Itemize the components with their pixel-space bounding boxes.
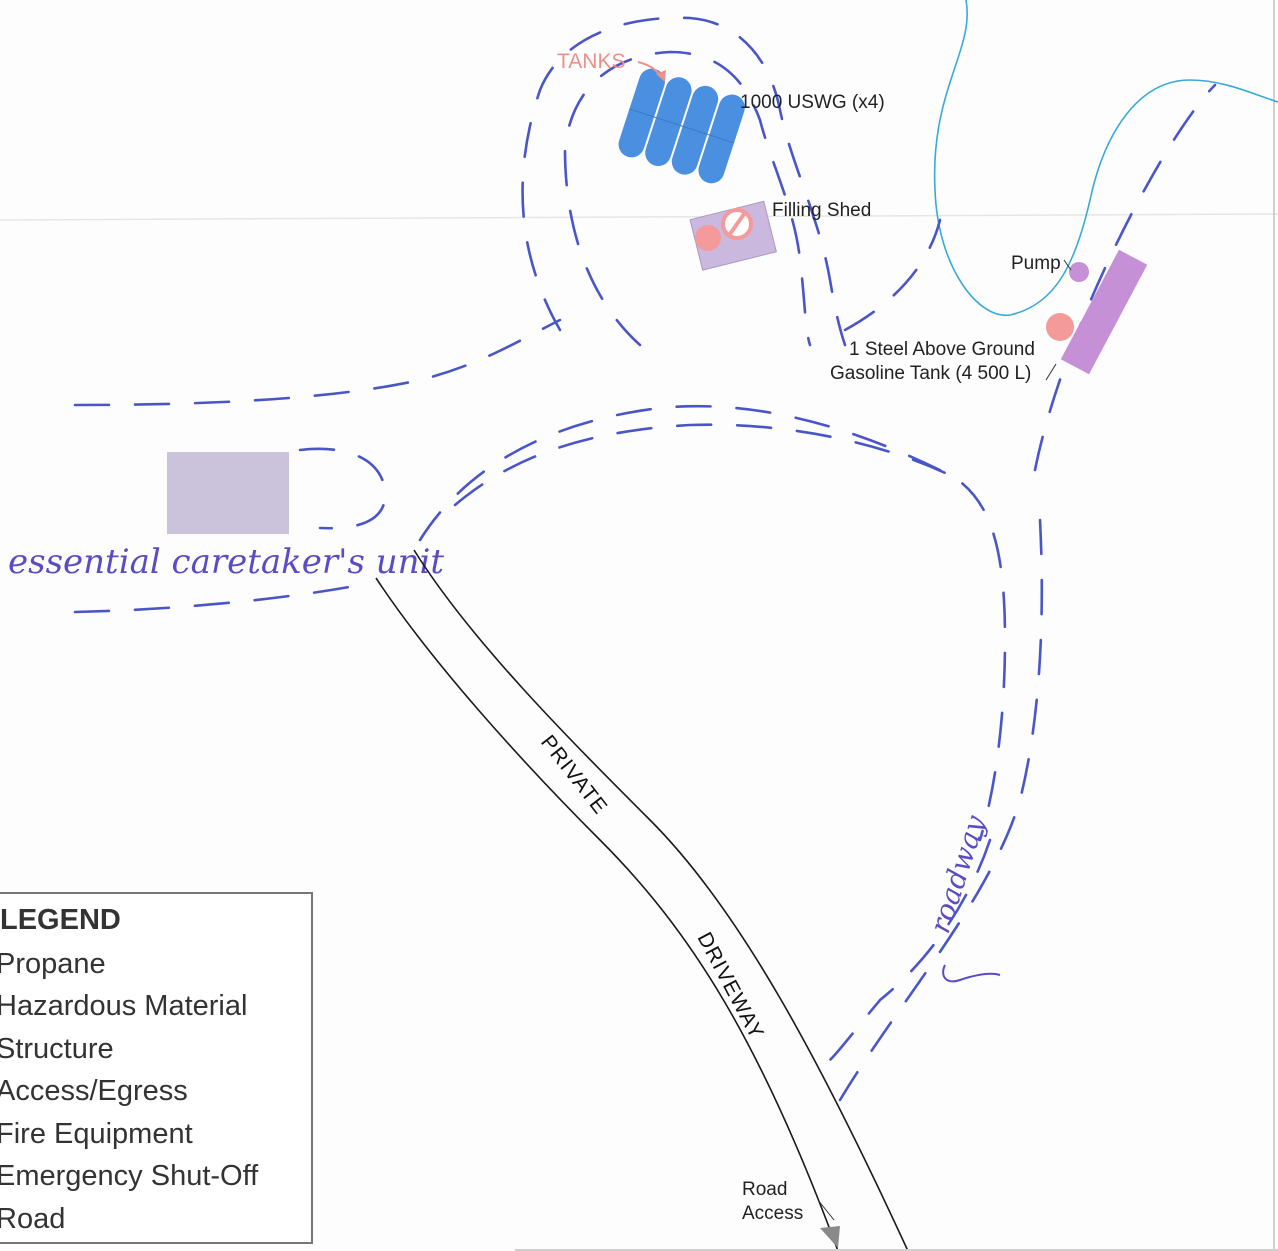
caretaker-unit-label: essential caretaker's unit xyxy=(8,542,444,582)
legend: LEGEND Propane Hazardous Material Struct… xyxy=(0,892,313,1244)
route-west-lower xyxy=(73,583,362,614)
water-line xyxy=(933,0,1278,317)
legend-item-emergency-shut-off: Emergency Shut-Off xyxy=(0,1160,259,1192)
tank-loop-outer xyxy=(521,16,847,347)
driveway-west-edge xyxy=(375,577,839,1251)
tanks-arrowhead xyxy=(656,70,666,82)
gas-tank-leader-line xyxy=(1045,363,1057,381)
driveway-label-driveway: DRIVEWAY xyxy=(693,929,769,1044)
roadway-west xyxy=(828,838,992,1062)
gasoline-tank xyxy=(1060,249,1148,375)
route-to-shed xyxy=(843,218,942,332)
route-arch-inner xyxy=(453,423,962,507)
legend-item-hazardous-material: Hazardous Material xyxy=(0,990,247,1022)
roadway-label: roadway xyxy=(923,810,992,937)
gas-tank-label-line1: 1 Steel Above Ground xyxy=(849,339,1035,360)
legend-box xyxy=(0,892,313,1244)
tank-spec-label: 1000 USWG (x4) xyxy=(740,92,885,113)
triangle-arrow-icon xyxy=(820,1226,840,1248)
pump-marker xyxy=(1069,262,1089,282)
route-arch-outer xyxy=(418,404,1007,842)
gasoline-tank-shape xyxy=(1060,249,1148,375)
route-west-upper xyxy=(73,318,562,407)
legend-title: LEGEND xyxy=(0,904,121,936)
road-access-label-line1: Road xyxy=(742,1179,787,1200)
hazardous-material-marker xyxy=(695,225,721,251)
roadway-north xyxy=(1033,83,1217,472)
filling-shed-label: Filling Shed xyxy=(772,200,871,221)
pump-label: Pump xyxy=(1011,253,1061,274)
tank-seam xyxy=(629,108,735,144)
caretaker-unit-structure xyxy=(167,452,289,534)
propane-tanks xyxy=(618,68,745,184)
legend-item-road: Road xyxy=(0,1203,65,1235)
prohibited-circle-icon xyxy=(721,208,753,240)
legend-item-propane: Propane xyxy=(0,948,106,980)
legend-item-access-egress: Access/Egress xyxy=(0,1075,188,1107)
private-driveway xyxy=(375,549,909,1251)
gas-tank-label-line2: Gasoline Tank (4 500 L) xyxy=(830,363,1031,384)
road-access-leader xyxy=(817,1199,835,1221)
legend-item-fire-equipment: Fire Equipment xyxy=(0,1118,193,1150)
legend-item-structure: Structure xyxy=(0,1033,114,1065)
access-egress-routes xyxy=(73,16,1217,1102)
hazardous-material-marker xyxy=(1046,313,1074,341)
driveway-east-edge xyxy=(413,549,909,1251)
route-caretaker-loop xyxy=(298,447,387,530)
driveway-label-private: PRIVATE xyxy=(536,731,612,819)
road-access-label-line2: Access xyxy=(742,1203,803,1224)
scan-fold-line xyxy=(0,213,1278,221)
roadway-underline xyxy=(942,964,1001,983)
tanks-label: TANKS xyxy=(557,50,625,73)
pump-leader-line xyxy=(1063,259,1072,271)
